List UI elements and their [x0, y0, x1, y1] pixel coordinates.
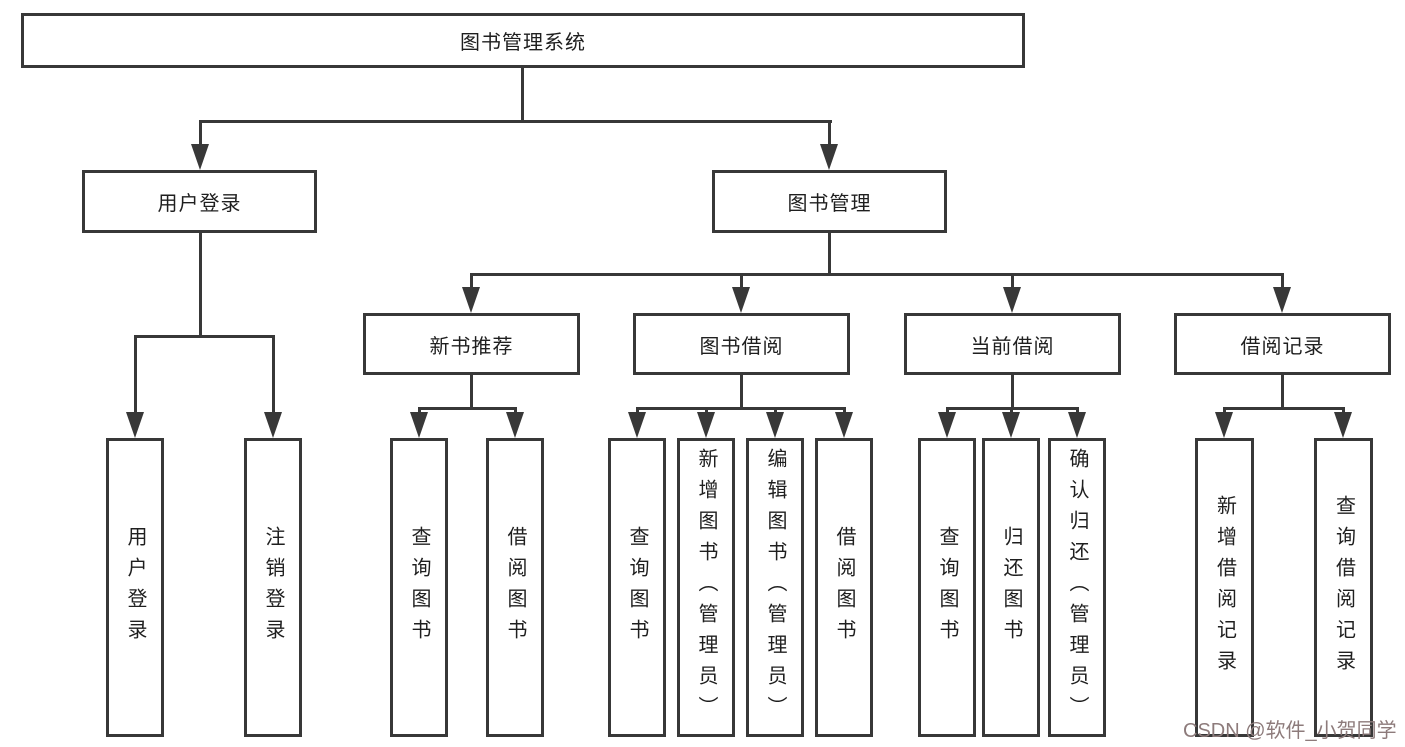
node-user-login: 用户登录 [82, 170, 317, 233]
node-label: 图书管理 [787, 193, 872, 215]
arrow-down-icon [1068, 412, 1086, 438]
arrow-down-icon [820, 144, 838, 170]
leaf-label: 新增借阅记录 [1213, 494, 1236, 681]
node-current-borrowing: 当前借阅 [904, 313, 1121, 375]
arrow-down-icon [1334, 412, 1352, 438]
connector-line [1223, 407, 1344, 410]
leaf-label: 归还图书 [1000, 525, 1022, 650]
leaf-query-books: 查询图书 [608, 438, 666, 737]
arrow-down-icon [1002, 412, 1020, 438]
connector-line [1223, 407, 1226, 415]
leaf-confirm-return-admin: 确认归还（管理员） [1048, 438, 1106, 737]
leaf-logout: 注销登录 [244, 438, 302, 737]
leaf-query-borrow-record: 查询借阅记录 [1314, 438, 1373, 737]
leaf-query-books: 查询图书 [390, 438, 448, 737]
connector-line [636, 407, 639, 415]
arrow-down-icon [938, 412, 956, 438]
leaf-label: 新增图书（管理员） [695, 448, 717, 727]
csdn-watermark: CSDN @软件_小贺同学 [1183, 720, 1397, 742]
connector-line [1011, 375, 1014, 409]
arrow-down-icon [506, 412, 524, 438]
arrow-down-icon [835, 412, 853, 438]
arrow-down-icon [191, 144, 209, 170]
connector-line [470, 273, 473, 289]
connector-line [828, 233, 831, 276]
node-library-system: 图书管理系统 [21, 13, 1025, 68]
leaf-label: 用户登录 [124, 525, 146, 650]
leaf-label: 确认归还（管理员） [1066, 448, 1088, 727]
arrow-down-icon [462, 287, 480, 313]
leaf-label: 查询借阅记录 [1332, 494, 1355, 681]
node-label: 新书推荐 [429, 335, 514, 358]
leaf-label: 注销登录 [262, 525, 284, 650]
connector-line [514, 407, 517, 415]
node-book-borrowing: 图书借阅 [633, 313, 850, 375]
connector-line [843, 407, 846, 415]
arrow-down-icon [264, 412, 282, 438]
leaf-query-books: 查询图书 [918, 438, 976, 737]
connector-line [199, 233, 202, 337]
node-new-book-recommend: 新书推荐 [363, 313, 580, 375]
arrow-down-icon [1273, 287, 1291, 313]
leaf-edit-books-admin: 编辑图书（管理员） [746, 438, 804, 737]
node-label: 借阅记录 [1240, 335, 1325, 358]
connector-line [1342, 407, 1345, 415]
connector-line [521, 68, 524, 123]
arrow-down-icon [1003, 287, 1021, 313]
connector-line [134, 335, 274, 338]
connector-line [946, 407, 949, 415]
connector-line [470, 273, 1284, 276]
connector-line [1281, 375, 1284, 409]
node-label: 用户登录 [157, 193, 242, 215]
arrow-down-icon [126, 412, 144, 438]
connector-line [470, 375, 473, 409]
leaf-borrow-books: 借阅图书 [486, 438, 544, 737]
connector-line [740, 273, 743, 289]
connector-line [199, 120, 202, 148]
leaf-user-login: 用户登录 [106, 438, 164, 737]
leaf-label: 查询图书 [626, 525, 648, 650]
arrow-down-icon [410, 412, 428, 438]
leaf-return-books: 归还图书 [982, 438, 1040, 737]
connector-line [134, 335, 137, 413]
connector-line [636, 407, 845, 410]
leaf-borrow-books: 借阅图书 [815, 438, 873, 737]
node-label: 当前借阅 [970, 335, 1055, 358]
connector-line [740, 375, 743, 409]
node-label: 图书借阅 [699, 335, 784, 358]
leaf-label: 借阅图书 [504, 525, 526, 650]
node-label: 图书管理系统 [460, 32, 586, 54]
arrow-down-icon [766, 412, 784, 438]
node-book-management: 图书管理 [712, 170, 947, 233]
connector-line [199, 120, 832, 123]
connector-line [1011, 273, 1014, 289]
arrow-down-icon [732, 287, 750, 313]
connector-line [828, 120, 831, 148]
connector-line [418, 407, 421, 415]
leaf-add-books-admin: 新增图书（管理员） [677, 438, 735, 737]
leaf-label: 借阅图书 [833, 525, 855, 650]
arrow-down-icon [1215, 412, 1233, 438]
leaf-label: 查询图书 [936, 525, 958, 650]
leaf-add-borrow-record: 新增借阅记录 [1195, 438, 1254, 737]
connector-line [418, 407, 517, 410]
arrow-down-icon [628, 412, 646, 438]
connector-line [1076, 407, 1079, 415]
connector-line [1010, 407, 1013, 415]
leaf-label: 查询图书 [408, 525, 430, 650]
connector-line [705, 407, 708, 415]
leaf-label: 编辑图书（管理员） [764, 448, 786, 727]
connector-line [1281, 273, 1284, 289]
node-borrowing-records: 借阅记录 [1174, 313, 1391, 375]
arrow-down-icon [697, 412, 715, 438]
connector-line [272, 335, 275, 413]
connector-line [774, 407, 777, 415]
